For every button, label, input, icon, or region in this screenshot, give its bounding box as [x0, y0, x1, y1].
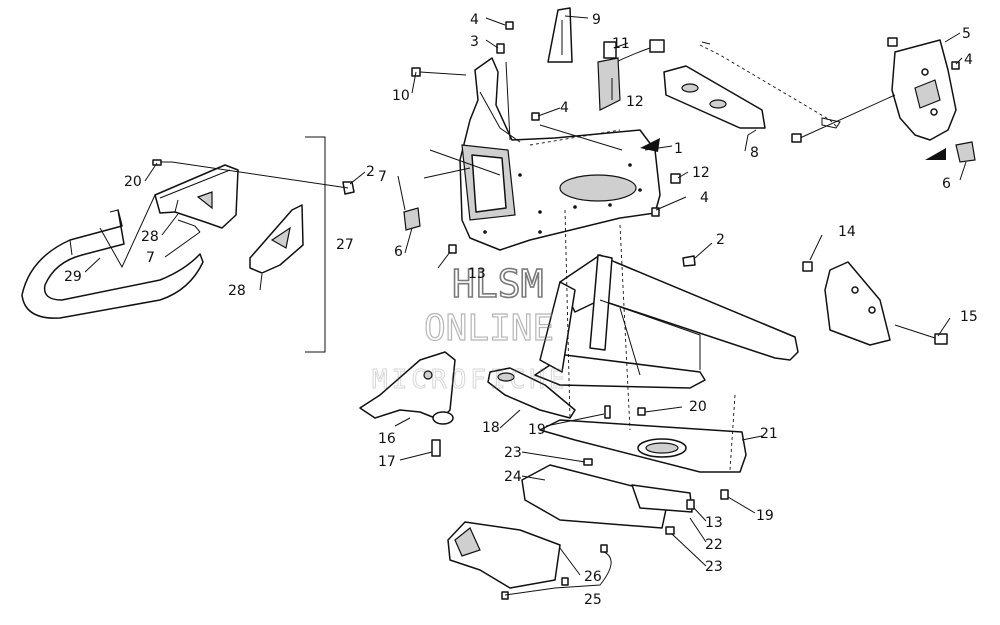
callout-label: 7: [146, 250, 155, 266]
spindle-part-16: [359, 351, 456, 421]
callout-label: 11: [612, 36, 630, 52]
plate-part-24: [521, 464, 669, 529]
screw-part-13-top: [448, 244, 457, 254]
screw-part-4-mid: [531, 112, 540, 121]
callout-label: 3: [470, 34, 479, 50]
callout-label: 19: [528, 422, 546, 438]
callout-label: 22: [705, 537, 723, 553]
frame-upright-left: [539, 281, 576, 373]
callout-label: 10: [392, 88, 410, 104]
callout-label: 20: [124, 174, 142, 190]
callout-label: 4: [470, 12, 479, 28]
foam-part-6-left: [403, 207, 421, 231]
screw-part-25-a: [600, 544, 608, 553]
callout-label: 7: [378, 169, 387, 185]
screw-part-13-bottom: [686, 499, 695, 510]
mount-part-5: [887, 37, 960, 141]
bumper-assembly-group: [21, 136, 355, 353]
screw-part-4-right: [651, 207, 660, 217]
bracket-part-9: [547, 7, 573, 63]
callout-label: 18: [482, 420, 500, 436]
screw-part-19-right: [720, 489, 729, 500]
screw-part-19-left: [604, 405, 611, 419]
nut-part-14: [802, 261, 813, 272]
callout-label: 4: [560, 100, 569, 116]
callout-label: 16: [378, 431, 396, 447]
watermark-line3: MICROFICHE: [372, 365, 569, 395]
mount-plate-part-14: [824, 261, 891, 346]
callout-label: 12: [692, 165, 710, 181]
bumper-part-29: [21, 209, 204, 319]
skid-plate-part-26: [447, 521, 561, 589]
front-frame-group: [359, 209, 948, 600]
shield-part-22: [631, 484, 693, 513]
callout-label: 6: [942, 176, 951, 192]
screw-part-25-b: [561, 577, 569, 586]
watermark-line2: ONLINE: [424, 308, 554, 349]
group-bracket-27: [305, 136, 326, 353]
screw-part-20-right: [637, 407, 646, 416]
callout-label: 15: [960, 309, 978, 325]
foam-part-6-right: [955, 141, 976, 163]
callout-label: 12: [626, 94, 644, 110]
callout-label: 19: [756, 508, 774, 524]
bracket-part-28-upper: [154, 164, 239, 229]
nut-part-2-left: [342, 181, 355, 195]
nose-panel-group: [403, 7, 946, 267]
nut-part-2-mid: [682, 255, 696, 267]
callout-label: 20: [689, 399, 707, 415]
nose-emblem-recess: [559, 174, 637, 202]
screw-part-4-top: [505, 21, 514, 30]
callout-label: 14: [838, 224, 856, 240]
callout-label: 13: [468, 266, 486, 282]
callout-label: 28: [228, 283, 246, 299]
watermark: HLSM ONLINE MICROFICHE: [372, 261, 569, 395]
callout-label: 1: [674, 141, 683, 157]
callout-label: 8: [750, 145, 759, 161]
callout-label: 2: [366, 164, 375, 180]
callout-label: 26: [584, 569, 602, 585]
callout-label: 21: [760, 426, 778, 442]
callout-label: 27: [336, 237, 354, 253]
bolt-part-15: [894, 324, 948, 345]
callout-label: 4: [964, 52, 973, 68]
clip-part-12-right: [670, 173, 681, 184]
callout-label: 2: [716, 232, 725, 248]
clip-part-23-top: [583, 458, 593, 466]
callout-label: 24: [504, 469, 522, 485]
callout-label: 13: [705, 515, 723, 531]
callout-leaders: [84, 15, 967, 576]
callout-label: 29: [64, 269, 82, 285]
callout-label: 23: [705, 559, 723, 575]
stud-part-17: [431, 439, 441, 457]
frame-upright-right: [589, 254, 613, 351]
callout-numbers: 4 3 9 11 12 10 4 1 12 4 8 5 4 6 2 20 28 …: [64, 12, 978, 608]
screw-part-20-left: [152, 159, 172, 166]
bolt-part-10: [411, 67, 467, 77]
clip-part-23-bottom: [665, 526, 675, 535]
plate-part-8: [663, 65, 766, 129]
screw-part-25-c: [501, 591, 509, 600]
callout-label: 17: [378, 454, 396, 470]
callout-label: 23: [504, 445, 522, 461]
callout-label: 5: [962, 26, 971, 42]
screw-part-3: [496, 43, 505, 54]
callout-label: 6: [394, 244, 403, 260]
foam-part-12-top: [597, 57, 621, 111]
callout-label: 28: [141, 229, 159, 245]
direction-arrow-mount: [925, 148, 946, 160]
callout-label: 25: [584, 592, 602, 608]
watermark-line1: HLSM: [452, 262, 544, 306]
callout-label: 4: [700, 190, 709, 206]
bolt-part-mount: [791, 133, 802, 143]
callout-label: 9: [592, 12, 601, 28]
